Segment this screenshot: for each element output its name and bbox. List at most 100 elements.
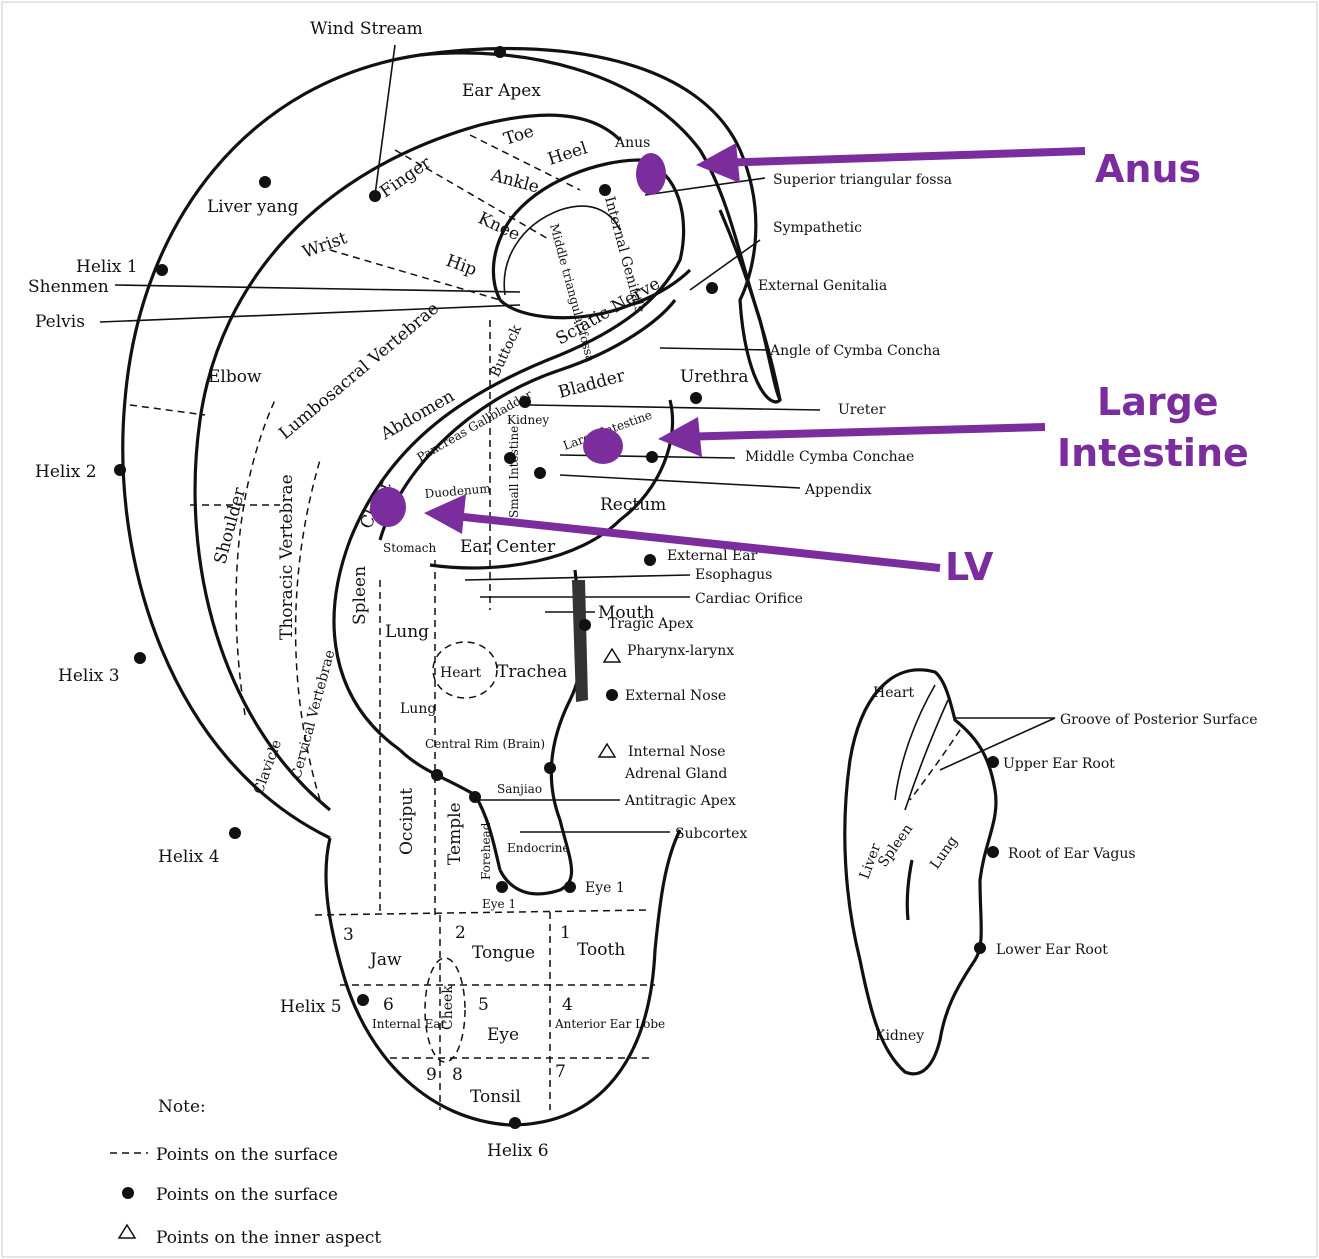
label-pelvis: Pelvis	[35, 312, 85, 332]
dot-helix2	[114, 464, 126, 476]
annotation-large: Large	[1097, 380, 1219, 424]
dot-adrenal	[544, 762, 556, 774]
marker-anus	[636, 153, 666, 195]
legend-title: Note:	[158, 1097, 206, 1117]
arrow-anus-shaft	[715, 151, 1085, 163]
dot-helix6	[509, 1117, 521, 1129]
label-anus: Anus	[614, 135, 650, 151]
arrow-li-head	[658, 417, 702, 457]
dot-external-genitalia	[706, 282, 718, 294]
label-antitragic: Antitragic Apex	[624, 793, 736, 809]
leader-pelvis	[100, 305, 520, 322]
dot-intestine	[534, 467, 546, 479]
label-ureter: Ureter	[838, 402, 886, 418]
label-small-intestine: Small Intestine	[507, 426, 521, 518]
dot-helix5	[357, 994, 369, 1006]
label-ankle: Ankle	[488, 165, 542, 197]
label-helix1: Helix 1	[76, 257, 138, 277]
annotation-intestine: Intestine	[1057, 431, 1249, 475]
dot-finger	[369, 190, 381, 202]
label-num3: 3	[343, 925, 354, 945]
label-urethra: Urethra	[680, 367, 749, 387]
label-ear-apex: Ear Apex	[462, 81, 541, 101]
label-sanjiao: Sanjiao	[497, 782, 542, 796]
label-central-rim: Central Rim (Brain)	[425, 737, 545, 751]
dot-lower-ear-root	[974, 942, 986, 954]
label-esophagus: Esophagus	[695, 567, 772, 583]
posterior-label-kidney: Kidney	[875, 1028, 924, 1044]
label-helix2: Helix 2	[35, 462, 97, 482]
label-angle-cymba: Angle of Cymba Concha	[769, 343, 940, 359]
label-hip: Hip	[443, 251, 479, 280]
label-temple: Temple	[445, 802, 465, 865]
dot-appendix	[646, 451, 658, 463]
dot-central-rim	[431, 769, 443, 781]
arrow-anus-head	[696, 143, 740, 183]
label-helix4: Helix 4	[158, 847, 220, 867]
leader-wind	[375, 45, 395, 195]
label-adrenal: Adrenal Gland	[624, 766, 727, 782]
dot-external-ear	[644, 554, 656, 566]
marker-lv	[370, 487, 406, 527]
label-cervical: Cervical Vertebrae	[288, 648, 338, 781]
label-wind-stream: Wind Stream	[310, 19, 423, 39]
label-finger: Finger	[376, 152, 435, 202]
dot-internal-genitals	[599, 184, 611, 196]
arrow-li-shaft	[678, 427, 1045, 437]
leader-angle	[660, 348, 770, 350]
leader-ureter	[530, 405, 820, 410]
tragus-strip	[572, 580, 588, 702]
label-forehead: Forehead	[479, 822, 493, 880]
label-cardiac: Cardiac Orifice	[695, 591, 803, 607]
label-num6: 6	[383, 995, 394, 1015]
posterior-ear: Heart Groove of Posterior Surface Upper …	[845, 670, 1258, 1074]
legend-dot-symbol	[122, 1187, 134, 1199]
dot-eye1a	[496, 881, 508, 893]
posterior-label-vagus: Root of Ear Vagus	[1008, 846, 1136, 862]
label-helix3: Helix 3	[58, 666, 120, 686]
label-eye1b: Eye 1	[585, 880, 625, 896]
dot-liver-yang	[259, 176, 271, 188]
dot-helix1	[156, 264, 168, 276]
dot-root-ear-vagus	[987, 846, 999, 858]
dot-helix3	[134, 652, 146, 664]
annotation-anus: Anus	[1095, 147, 1201, 191]
legend: Note: Points on the surface Points on th…	[110, 1097, 381, 1248]
dot-wind-stream	[494, 46, 506, 58]
label-num1: 1	[560, 923, 571, 943]
triangle-internal-nose	[599, 744, 615, 757]
label-kidney: Kidney	[507, 413, 549, 427]
label-tonsil: Tonsil	[470, 1087, 521, 1107]
dot-antitragic	[469, 791, 481, 803]
posterior-inner-4	[907, 860, 912, 920]
annotation-lv: LV	[945, 545, 994, 589]
dot-urethra	[690, 392, 702, 404]
dot-upper-ear-root	[987, 756, 999, 768]
posterior-label-groove: Groove of Posterior Surface	[1060, 712, 1258, 728]
label-ear-center: Ear Center	[460, 537, 556, 557]
label-pharynx: Pharynx-larynx	[627, 643, 734, 659]
label-middle-cymba: Middle Cymba Conchae	[745, 449, 914, 465]
label-trachea: Trachea	[497, 662, 567, 682]
label-num2: 2	[455, 923, 466, 943]
label-liver-yang: Liver yang	[207, 197, 299, 217]
label-helix5: Helix 5	[280, 997, 342, 1017]
label-rectum: Rectum	[600, 495, 666, 515]
triangle-pharynx	[604, 649, 620, 662]
label-endocrine: Endocrine	[507, 841, 570, 855]
zone-dash-1	[236, 400, 275, 715]
label-spleen: Spleen	[350, 566, 370, 625]
label-helix6: Helix 6	[487, 1141, 549, 1161]
label-tooth: Tooth	[577, 940, 625, 960]
label-jaw: Jaw	[368, 950, 402, 970]
label-heart: Heart	[440, 665, 482, 681]
posterior-label-lung: Lung	[927, 833, 961, 872]
label-lung-upper: Lung	[385, 622, 429, 642]
label-external-genitalia: External Genitalia	[758, 278, 887, 294]
zone-dash-3	[130, 405, 205, 415]
label-elbow: Elbow	[208, 367, 262, 387]
legend-triangle-text: Points on the inner aspect	[156, 1228, 381, 1248]
label-num5: 5	[478, 995, 489, 1015]
posterior-label-upper-root: Upper Ear Root	[1003, 756, 1115, 772]
